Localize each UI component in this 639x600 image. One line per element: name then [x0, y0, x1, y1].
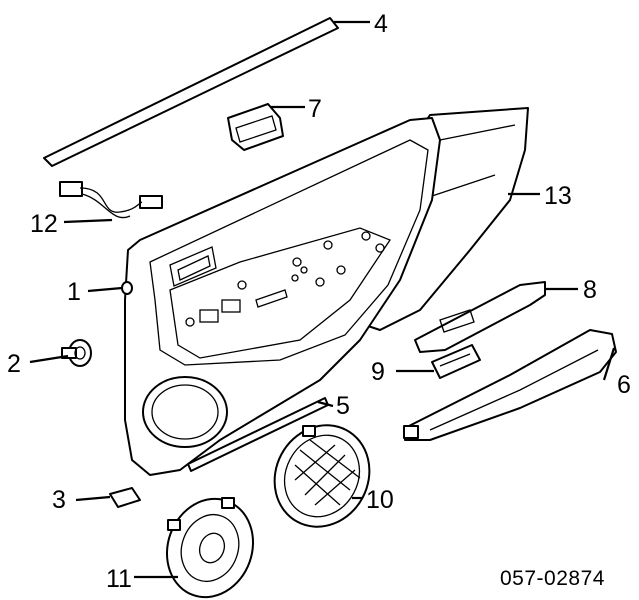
- part-1-clip: [121, 281, 133, 295]
- part-6-armrest: [403, 329, 617, 441]
- part-7-bracket: [227, 103, 284, 151]
- part-4-weatherstrip: [43, 17, 339, 167]
- callout-3: 3: [52, 486, 66, 514]
- callout-12: 12: [30, 210, 58, 238]
- leader-lines: [29, 20, 616, 579]
- door-trim-panel: [124, 117, 441, 476]
- callout-2: 2: [7, 350, 21, 378]
- callout-10: 10: [366, 486, 394, 514]
- part-3-clip: [109, 487, 141, 508]
- callout-4: 4: [374, 10, 388, 38]
- callout-9: 9: [371, 358, 385, 386]
- callout-13: 13: [544, 182, 572, 210]
- diagram-code: 057-02874: [500, 567, 605, 590]
- callout-5: 5: [336, 392, 350, 420]
- callout-11: 11: [106, 565, 132, 593]
- callout-8: 8: [583, 276, 597, 304]
- callout-1: 1: [67, 278, 81, 306]
- part-8-switch-base: [414, 281, 546, 353]
- part-10-speaker-grille: [273, 424, 371, 528]
- callout-7: 7: [308, 95, 322, 123]
- part-2-fastener: [61, 339, 92, 367]
- part-11-speaker: [165, 497, 255, 599]
- part-9-switch: [431, 344, 481, 379]
- part-12-wire-harness: [59, 181, 163, 219]
- callout-6: 6: [617, 371, 631, 399]
